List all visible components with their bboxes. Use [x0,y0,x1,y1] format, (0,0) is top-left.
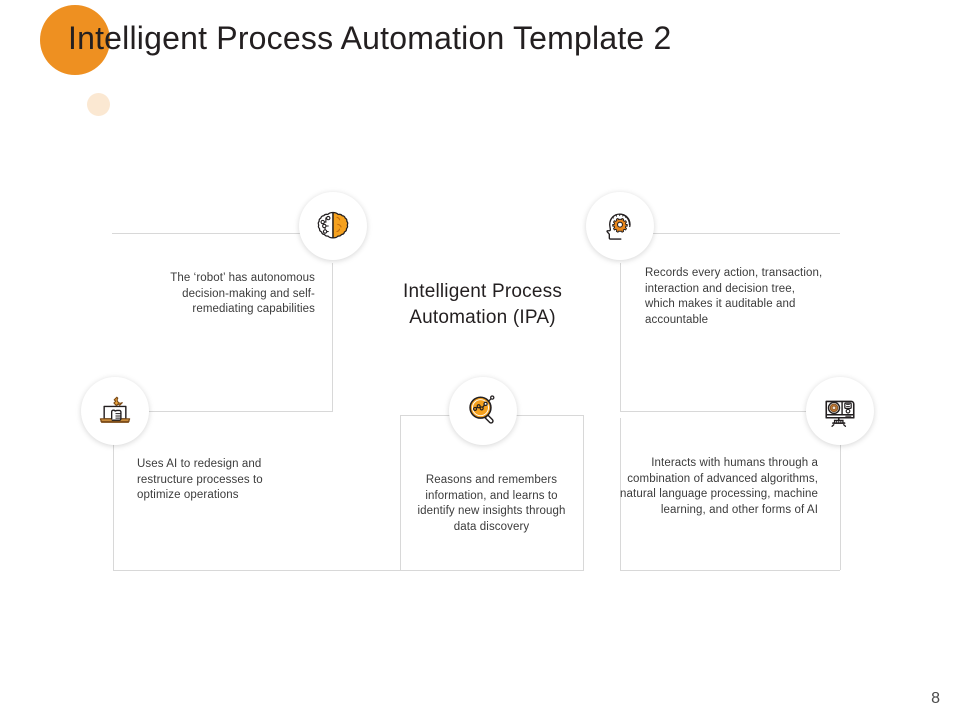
node-icon-redesign-processes[interactable] [81,377,149,445]
node-text-redesign-processes: Uses AI to redesign and restructure proc… [137,458,263,501]
title-accent-circle-small [87,93,110,116]
connector-right-box-left [620,418,621,570]
node-icon-human-interaction[interactable] [806,377,874,445]
center-label-line-1: Intelligent Process [402,281,563,302]
connector-center-box-top-left [400,415,458,416]
connector-top-right-horizontal [650,233,840,234]
connector-center-box-top-right [510,415,583,416]
center-label: Intelligent Process Automation (IPA) [370,279,595,331]
node-text-data-discovery: Reasons and remembers information, and l… [417,474,566,533]
magnifier-data-icon [463,391,503,431]
page-title: Intelligent Process Automation Template … [68,20,672,56]
node-text-autonomous-decision: The ‘robot’ has autonomous decision-maki… [170,272,315,315]
connector-left-box-bottom [113,570,400,571]
connector-right-box-bottom [620,570,840,571]
connector-brain-vertical [332,263,333,411]
page-number: 8 [931,690,940,707]
node-icon-autonomous-decision[interactable] [299,192,367,260]
connector-right-box-right [840,418,841,570]
connector-center-box-bottom [400,570,584,571]
connector-center-box-right [583,415,584,570]
laptop-wrench-icon [95,391,135,431]
connector-left-box-left [113,418,114,570]
node-icon-data-discovery[interactable] [449,377,517,445]
node-text-human-interaction: Interacts with humans through a combinat… [620,457,818,516]
head-gear-icon [601,207,639,245]
node-text-audit-trail: Records every action, transaction, inter… [645,267,823,326]
monitor-camera-icon [820,391,860,431]
connector-mid-right-horizontal [620,411,810,412]
connector-gearhead-vertical [620,263,621,411]
connector-center-box-left [400,415,401,570]
connector-top-left-horizontal [112,233,310,234]
connector-mid-left-horizontal [145,411,333,412]
node-icon-audit-trail[interactable] [586,192,654,260]
brain-circuit-icon [314,207,352,245]
title-accent-circle [40,5,110,75]
center-label-line-2: Automation (IPA) [409,307,556,328]
